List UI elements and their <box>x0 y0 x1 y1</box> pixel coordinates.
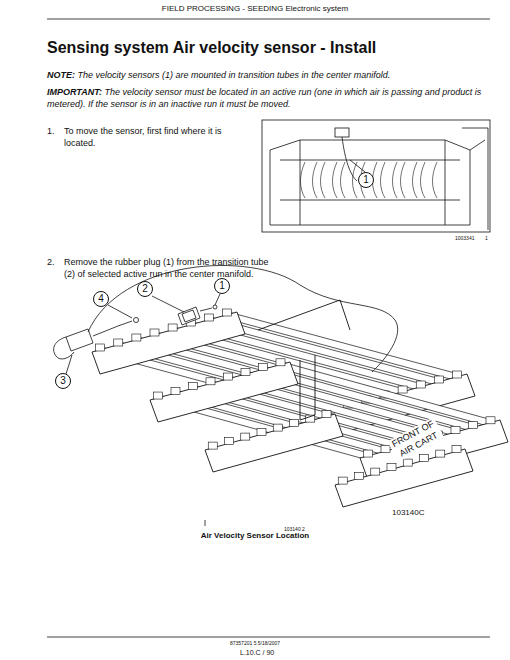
manifold-closeup <box>270 128 488 230</box>
callout-text: 1 <box>363 175 369 185</box>
header-tooth <box>355 473 364 480</box>
closeup-tube <box>401 162 418 198</box>
header-tooth <box>206 378 215 385</box>
header-tooth <box>168 324 177 331</box>
tick <box>205 520 206 526</box>
callout-text: 4 <box>98 294 104 304</box>
figure-id: 1 <box>485 235 488 242</box>
sensor-closeup <box>335 128 357 181</box>
header-tooth <box>469 422 478 429</box>
closeup-tube <box>321 162 338 198</box>
manifold-header <box>150 362 298 422</box>
header-tooth <box>290 420 299 427</box>
gap <box>75 70 78 80</box>
note-text: The velocity sensor must be located in a… <box>47 87 481 109</box>
figure-frame <box>262 120 490 232</box>
figure-id: 103140 <box>284 526 301 533</box>
header-tooth <box>364 450 373 457</box>
note-heading: IMPORTANT: <box>47 87 102 97</box>
header-tooth <box>276 359 285 366</box>
header-tooth <box>387 464 396 471</box>
header-tooth <box>451 426 460 433</box>
figure-caption: Air Velocity Sensor Location <box>201 531 309 541</box>
header-tooth <box>132 334 141 341</box>
header-tooth <box>150 329 159 336</box>
header-tooth <box>223 309 232 316</box>
closeup-tubes <box>301 162 438 198</box>
callout-number: 1 <box>214 278 230 294</box>
paragraph: NOTE: The velocity sensors (1) are mount… <box>47 69 492 81</box>
header-tooth <box>403 459 412 466</box>
footer-rule <box>47 637 490 638</box>
header-tooth <box>338 477 347 484</box>
note-heading: NOTE: <box>47 70 75 80</box>
header-tooth <box>381 445 390 452</box>
page-footer: L.10.C / 90 <box>240 648 274 657</box>
header-tooth <box>436 450 445 457</box>
page-title: Sensing system Air velocity sensor - Ins… <box>47 38 376 59</box>
header-tooth <box>420 455 429 462</box>
tube <box>276 360 496 428</box>
header-tooth <box>171 387 180 394</box>
callout-number: 2 <box>137 281 153 297</box>
gap <box>102 87 105 97</box>
header-tooth <box>371 468 380 475</box>
center-manifold <box>92 300 508 507</box>
header-tooth <box>204 314 213 321</box>
header-tooth <box>241 433 250 440</box>
header-tooth <box>224 373 233 380</box>
step-text: To move the sensor, first find where it … <box>64 126 254 149</box>
header-tooth <box>322 411 331 418</box>
callout-text: 3 <box>60 376 66 386</box>
header-tooth <box>257 429 266 436</box>
header-tooth <box>225 438 234 445</box>
step-number: 2. <box>47 257 55 269</box>
closeup-tube <box>421 162 438 198</box>
manifold-header <box>92 312 245 374</box>
note-text: The velocity sensors (1) are mounted in … <box>78 70 391 80</box>
header-tooth <box>486 417 495 424</box>
header-tooth <box>114 339 123 346</box>
callout-number: 4 <box>93 291 109 307</box>
header-tooth <box>398 386 407 393</box>
paragraph: IMPORTANT: The velocity sensor must be l… <box>47 86 492 110</box>
closeup-tube <box>301 162 318 198</box>
page-footer: 87357201 5 5/18/2007 <box>230 640 280 647</box>
header-tooth <box>241 368 250 375</box>
frame-post <box>258 300 350 420</box>
step-text: Remove the rubber plug (1) from the tran… <box>64 257 279 280</box>
callout-text: 1 <box>219 281 225 291</box>
figure-id: 2 <box>302 526 305 533</box>
callout-text: 2 <box>142 284 148 294</box>
header-tooth <box>452 446 461 453</box>
header-tooth <box>154 392 163 399</box>
callout-number: 1 <box>358 172 374 188</box>
header-tooth <box>189 383 198 390</box>
header-rule <box>47 19 490 20</box>
step-number: 1. <box>47 126 55 138</box>
closeup-tube <box>381 162 398 198</box>
header-tooth <box>453 371 462 378</box>
manifold-header <box>205 414 343 472</box>
header-tooth <box>416 381 425 388</box>
running-header: FIELD PROCESSING - SEEDING Electronic sy… <box>162 4 348 14</box>
figure-id: 1003341 <box>455 235 474 242</box>
callout-number: 3 <box>55 373 71 389</box>
sensor-assembly <box>54 265 398 372</box>
header-tooth <box>273 424 282 431</box>
header-tooth <box>434 376 443 383</box>
header-tooth <box>259 364 268 371</box>
header-tooth <box>208 442 217 449</box>
figure-id: 103140C <box>392 508 424 518</box>
header-tooth <box>96 344 105 351</box>
